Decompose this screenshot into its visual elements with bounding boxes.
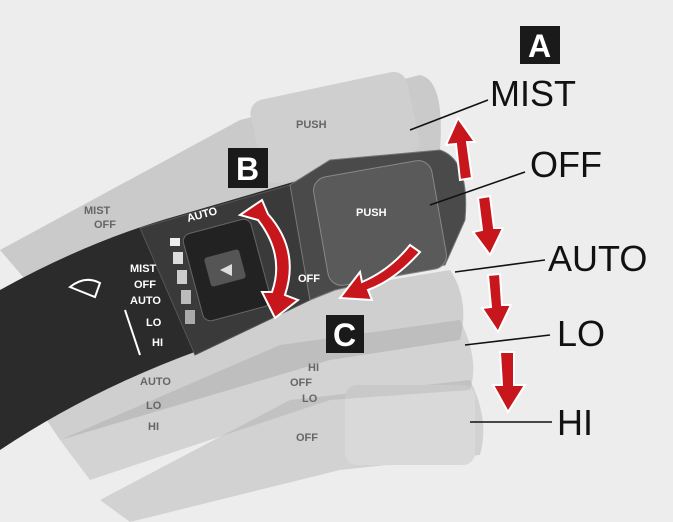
label-c: C <box>333 317 356 353</box>
paddle-label-push: PUSH <box>356 207 387 219</box>
arrow-a-down-1-icon <box>471 194 505 257</box>
ghost-ring-off-2: OFF <box>296 432 318 444</box>
ghost-label-mist: MIST <box>84 205 111 217</box>
callout-auto: AUTO <box>548 238 647 279</box>
ghost-label-lo: LO <box>146 400 162 412</box>
leader-auto <box>454 259 546 273</box>
label-c-box <box>326 315 364 353</box>
ghost-ring-lo: LO <box>302 393 318 405</box>
stalk-label-lo: LO <box>146 317 162 329</box>
label-b-box <box>228 148 268 188</box>
ghost-label-auto: AUTO <box>140 376 171 388</box>
stalk-label-off: OFF <box>134 279 156 291</box>
triangle-marker-icon <box>220 264 232 276</box>
leader-mist <box>409 99 489 131</box>
ring-label-off: OFF <box>298 273 320 285</box>
wiper-stalk[interactable] <box>0 149 467 450</box>
label-b: B <box>236 151 259 187</box>
ghost-stalk-lo <box>60 320 474 480</box>
leader-lo <box>464 334 551 346</box>
stalk-label-hi: HI <box>152 337 163 349</box>
wiper-paddle[interactable] <box>311 158 448 287</box>
ghost-stalk-hi <box>100 380 484 522</box>
arrow-a-down-2-icon <box>480 272 513 335</box>
leader-off <box>429 171 526 206</box>
down-arrow-icon <box>124 309 141 356</box>
arrow-c-pull-icon <box>338 243 422 302</box>
ghost-label-hi: HI <box>148 421 159 433</box>
arrow-a-up-icon <box>444 115 477 182</box>
wiper-icon <box>68 278 102 299</box>
callout-lo: LO <box>557 313 605 354</box>
ghost-label-off: OFF <box>94 219 116 231</box>
ghost-ring-hi: HI <box>308 362 319 374</box>
callout-mist: MIST <box>490 73 576 114</box>
ghost-label-push: PUSH <box>296 119 327 131</box>
ghost-ring-off: OFF <box>290 377 312 389</box>
callout-off: OFF <box>530 144 602 185</box>
ghost-stalk-auto <box>20 270 464 440</box>
stalk-label-mist: MIST <box>130 263 157 275</box>
arrow-b-rotate-icon <box>237 198 301 320</box>
label-a: A <box>528 28 551 64</box>
callout-hi: HI <box>557 402 593 443</box>
stalk-label-auto: AUTO <box>130 295 161 307</box>
label-a-box <box>520 26 560 64</box>
arrow-a-down-3-icon <box>491 351 527 414</box>
